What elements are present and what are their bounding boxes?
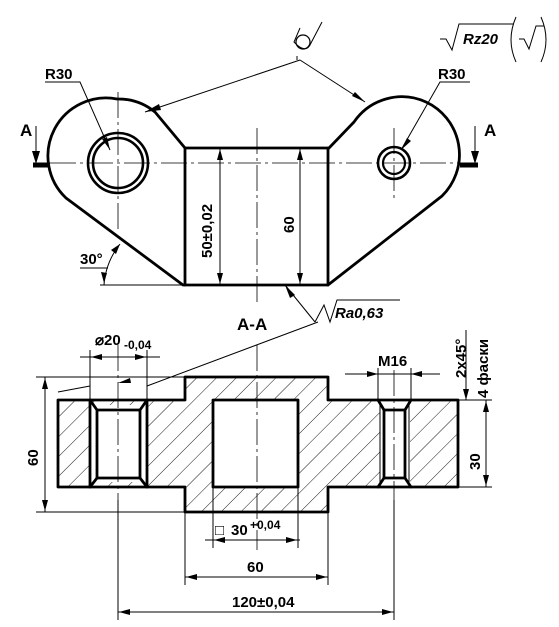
bore-tolerance-label: -0,04 xyxy=(124,338,152,352)
square-symbol: □ xyxy=(215,522,224,539)
section-body xyxy=(58,377,458,512)
chamfer-note-label: 4 фаски xyxy=(475,339,492,398)
plan-outline xyxy=(46,95,461,287)
overall-height-dimension: 60 xyxy=(25,376,185,513)
square-dimension: □ 30 +0,04 xyxy=(205,487,300,548)
section-mark-left: A xyxy=(20,121,32,140)
radius-left-label: R30 xyxy=(45,66,73,83)
flange-height-label: 30 xyxy=(467,453,484,470)
boss-width-label: 60 xyxy=(247,559,264,576)
square-size-label: 30 xyxy=(231,522,248,539)
plan-view: R30 R30 A A 50±0,02 60 30° Ra0,6 xyxy=(20,66,496,324)
center-distance-dimension: 120±0,04 xyxy=(117,500,395,620)
dim-60-plan-label: 60 xyxy=(281,216,298,233)
dim-50-label: 50±0,02 xyxy=(199,204,216,258)
roughness-symbol-top xyxy=(144,21,366,113)
radius-right-label: R30 xyxy=(438,66,466,83)
roughness-ra-label: Ra0,63 xyxy=(335,305,384,322)
thread-label: M16 xyxy=(378,353,407,370)
chamfer-note: 2x45° 4 фаски xyxy=(453,330,492,400)
section-mark-right: A xyxy=(484,121,496,140)
general-roughness-symbol: Rz20 xyxy=(440,16,547,63)
boss-width-dimension: 60 xyxy=(184,512,329,585)
thread-dimension: M16 xyxy=(345,353,440,400)
flange-height-dimension: 30 xyxy=(458,399,492,488)
bore-diameter-dimension: ⌀20 -0,04 xyxy=(57,321,319,400)
overall-height-label: 60 xyxy=(25,449,42,466)
chamfer-label: 2x45° xyxy=(453,339,470,378)
section-title: А-А xyxy=(237,315,267,334)
roughness-rz-label: Rz20 xyxy=(463,31,499,48)
center-distance-label: 120±0,04 xyxy=(232,594,295,611)
angle-label: 30° xyxy=(80,251,103,268)
bore-diameter-label: ⌀20 xyxy=(95,332,121,349)
square-tolerance-label: +0,04 xyxy=(250,518,281,532)
